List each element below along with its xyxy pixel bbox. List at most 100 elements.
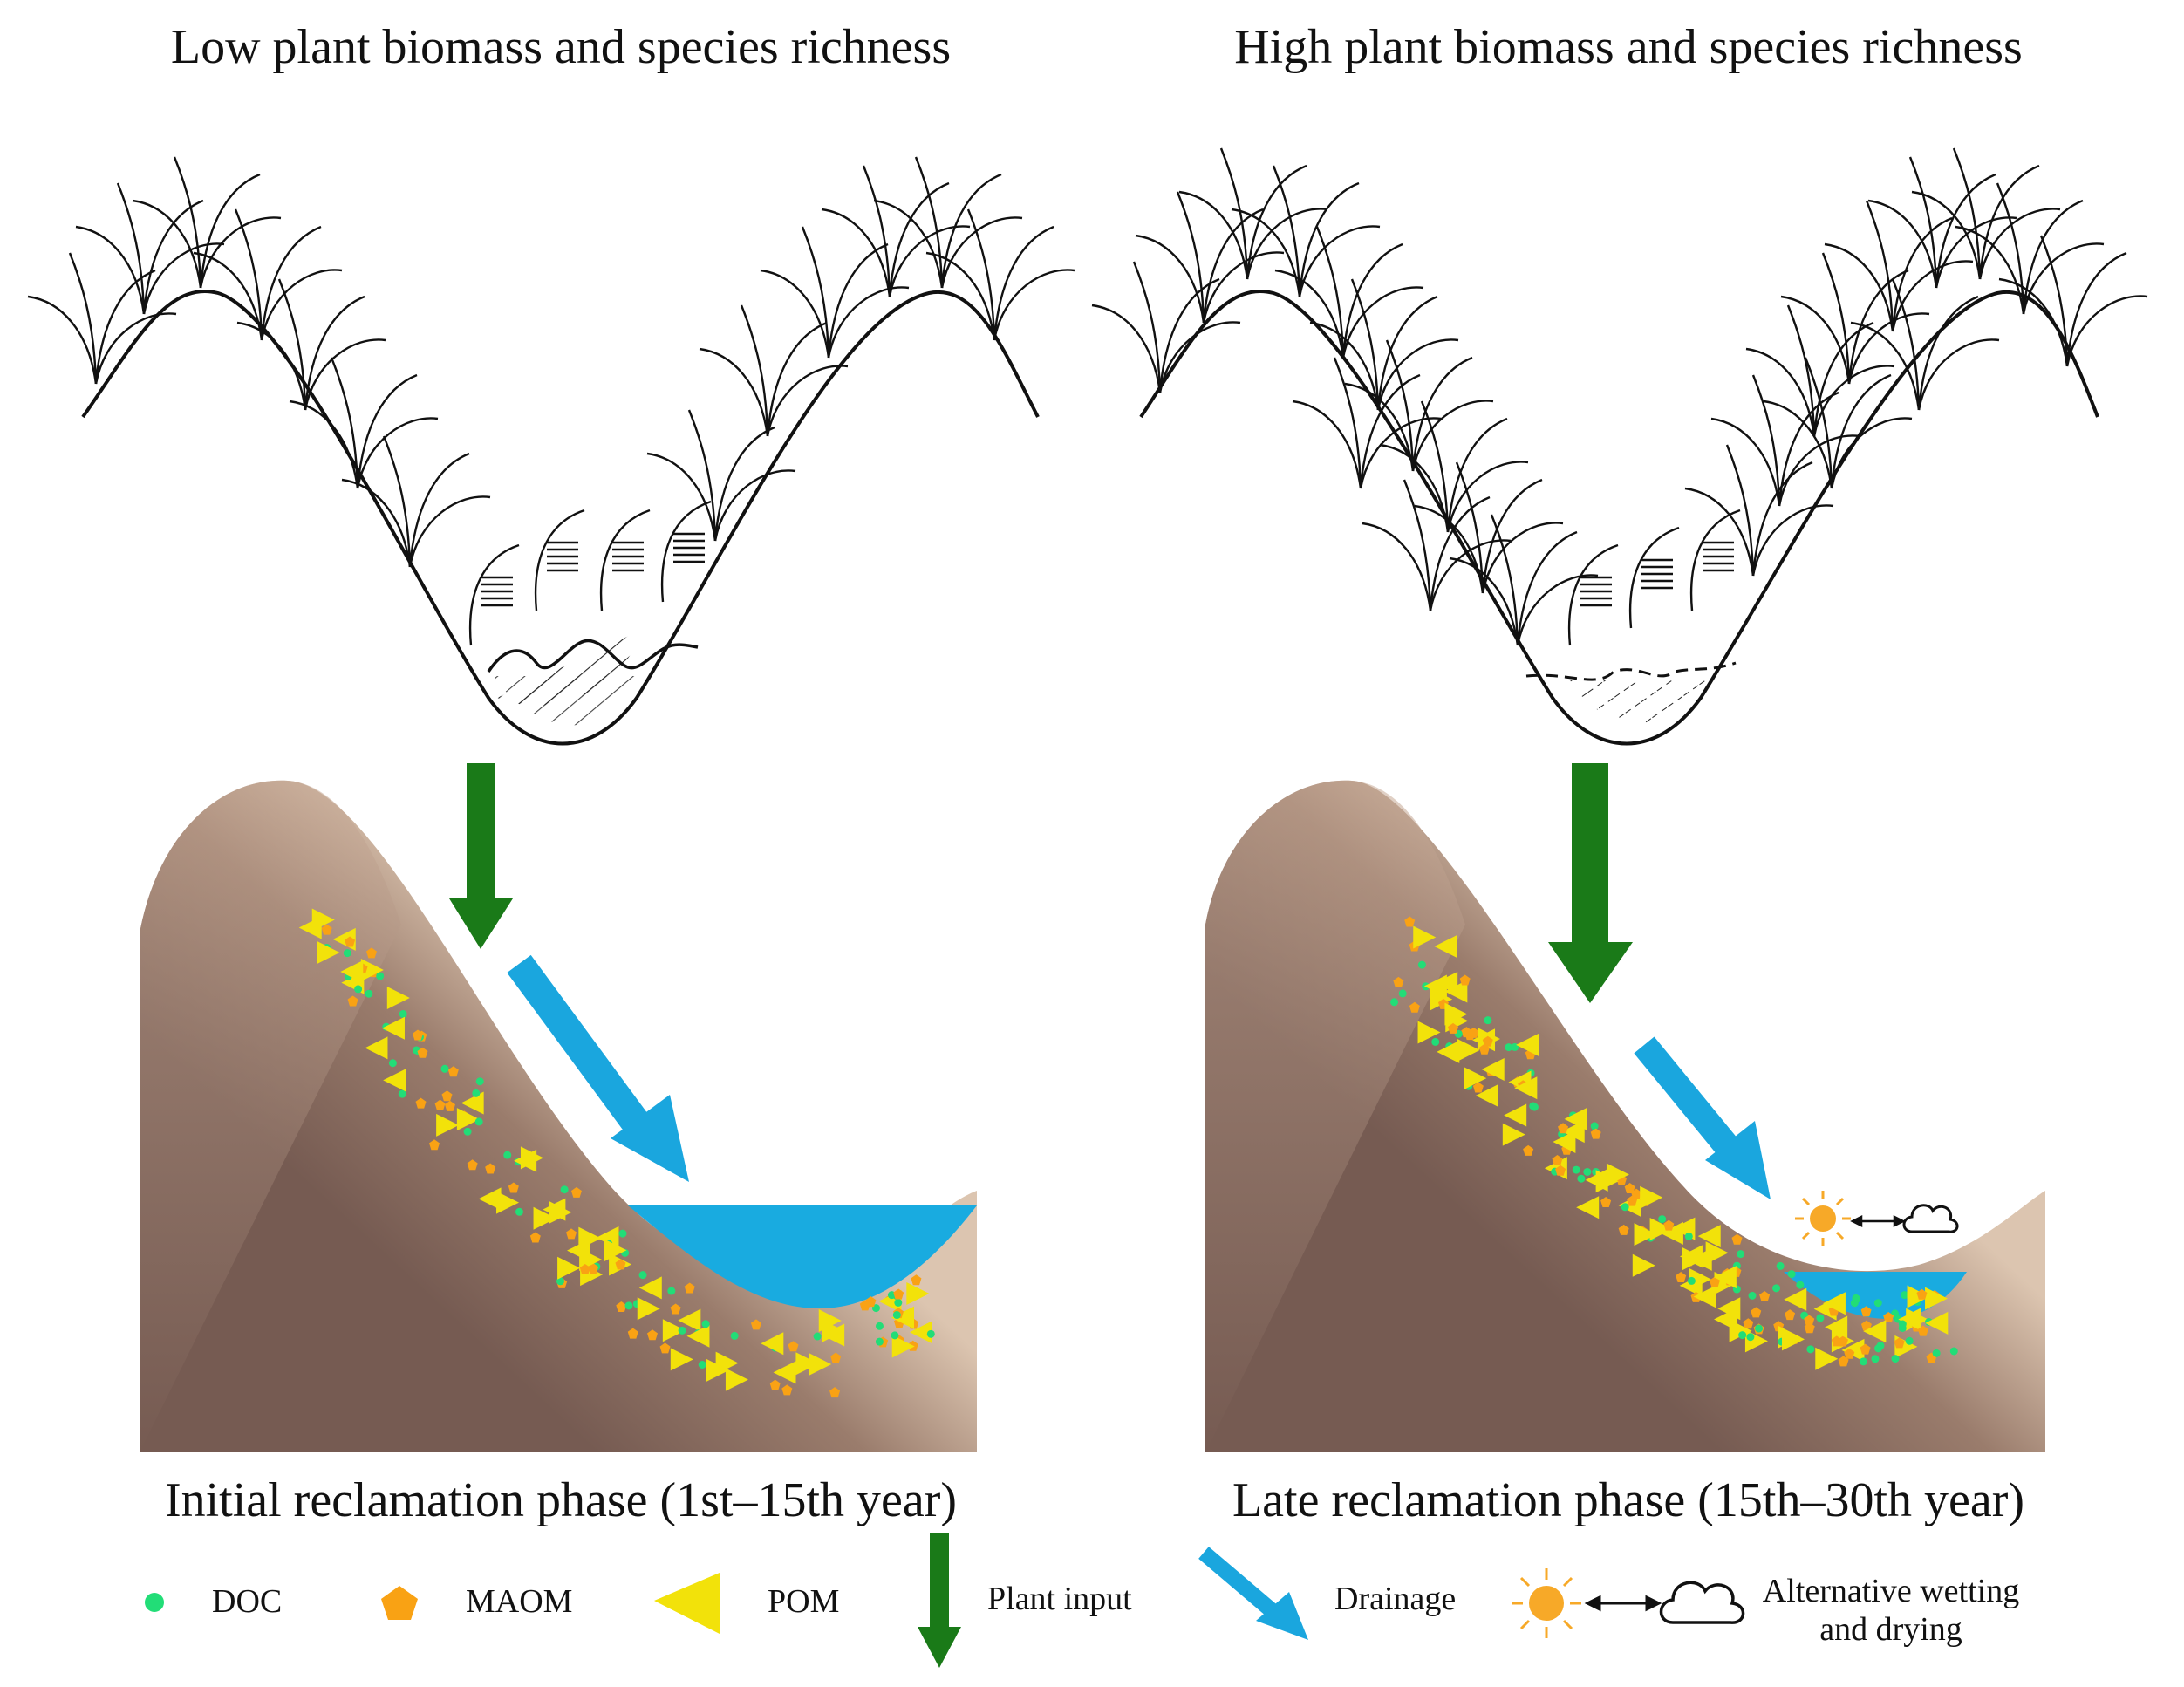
maom-particle [1860,1343,1871,1355]
pom-particle [520,1146,543,1170]
pom-particle [706,1358,729,1382]
maom-particle [1409,1001,1420,1013]
maom-particle [670,1303,681,1315]
pom-particle [1564,1107,1587,1130]
doc-particle [1530,1103,1539,1111]
maom-particle [347,995,358,1007]
maom-particle [893,1288,904,1300]
pom-particle [1815,1347,1839,1370]
doc-particle [813,1332,822,1341]
maom-particle [570,1186,582,1198]
doc-particle [1796,1281,1805,1289]
doc-particle [343,949,351,958]
doc-particle [1484,1016,1492,1025]
maom-particle [1663,1219,1675,1231]
pom-particle [725,1368,748,1391]
legend-doc: DOC [212,1583,282,1620]
maom-particle [829,1387,841,1398]
doc-particle [701,1320,710,1328]
pom-particle [891,1335,915,1358]
pom-legend-icon [654,1573,720,1634]
pom-particle [1457,1038,1480,1062]
doc-particle [1891,1355,1900,1363]
maom-particle [1459,974,1471,986]
pom-particle [1841,1338,1865,1362]
pom-particle [383,1069,406,1092]
legend-pom: POM [768,1583,839,1620]
pom-particle [822,1323,845,1347]
pom-particle [1717,1297,1741,1321]
maom-particle [447,1066,459,1077]
doc-particle [354,985,363,994]
legend-wet-dry-line2: and drying [1819,1611,1962,1648]
pom-particle [891,1306,915,1329]
pom-particle [1553,1130,1576,1154]
doc-particle [1590,1122,1599,1130]
maom-particle [1448,1022,1459,1034]
pom-particle [1822,1292,1846,1315]
maom-particle [781,1384,793,1396]
maom-particle [441,1090,453,1102]
doc-particle [1787,1270,1796,1279]
doc-particle [560,1185,569,1194]
sun-icon [1512,1568,1581,1638]
doc-particle [1932,1349,1941,1357]
doc-particle [440,1064,449,1073]
pom-particle [909,1321,932,1344]
pom-particle [1417,1021,1441,1044]
title-late-phase: Late reclamation phase (15th–30th year) [1232,1473,2024,1527]
pom-particle [496,1191,520,1214]
maom-particle [788,1341,799,1352]
doc-particle [730,1331,739,1340]
doc-particle [463,1127,472,1136]
doc-particle [1572,1165,1580,1174]
pom-particle [1634,1223,1657,1246]
pom-particle [1784,1287,1807,1311]
maom-particle [485,1163,496,1174]
maom-particle [1785,1309,1796,1321]
doc-particle [474,1117,483,1126]
doc-particle [503,1151,512,1159]
doc-particle [1806,1345,1815,1354]
maom-particle [616,1301,627,1313]
pom-particle [1729,1319,1752,1342]
pom-particle [662,1319,686,1342]
doc-particle [1505,1043,1513,1052]
doc-particle [926,1329,935,1338]
pom-particle [557,1256,581,1280]
maom-particle [434,1099,446,1110]
maom-particle [429,1139,440,1151]
maom-particle [444,1100,455,1111]
maom-particle [1482,1035,1493,1047]
doc-particle [1577,1174,1586,1183]
maom-particle [467,1159,478,1171]
doc-particle [1852,1294,1860,1302]
maom-particle [1916,1288,1928,1300]
pom-particle [1925,1287,1949,1310]
doc-particle [638,1271,647,1280]
pom-particle [1693,1285,1716,1308]
maom-particle [659,1342,671,1354]
doc-particle [1898,1320,1907,1328]
pom-particle [638,1276,662,1300]
pom-particle [1713,1266,1737,1289]
doc-particle [1949,1347,1958,1356]
maom-particle [1618,1224,1629,1235]
title-initial-phase: Initial reclamation phase (1st–15th year… [165,1473,957,1527]
doc-legend-icon [145,1593,164,1612]
pom-particle [365,1036,388,1060]
double-arrow-icon [1850,1214,1906,1228]
pom-particle [1925,1311,1949,1335]
pom-particle [533,1206,556,1230]
doc-particle [388,1059,397,1068]
pom-particle [818,1309,842,1333]
maom-particle [1627,1195,1638,1206]
maom-particle [1731,1233,1743,1245]
pom-particle [809,1352,832,1376]
pom-particle [298,916,322,939]
maom-particle [1600,1197,1612,1208]
maom-particle [1555,1165,1566,1176]
double-arrow-icon [1584,1595,1662,1612]
doc-particle [1417,960,1426,969]
legend-plant-input: Plant input [987,1581,1132,1617]
